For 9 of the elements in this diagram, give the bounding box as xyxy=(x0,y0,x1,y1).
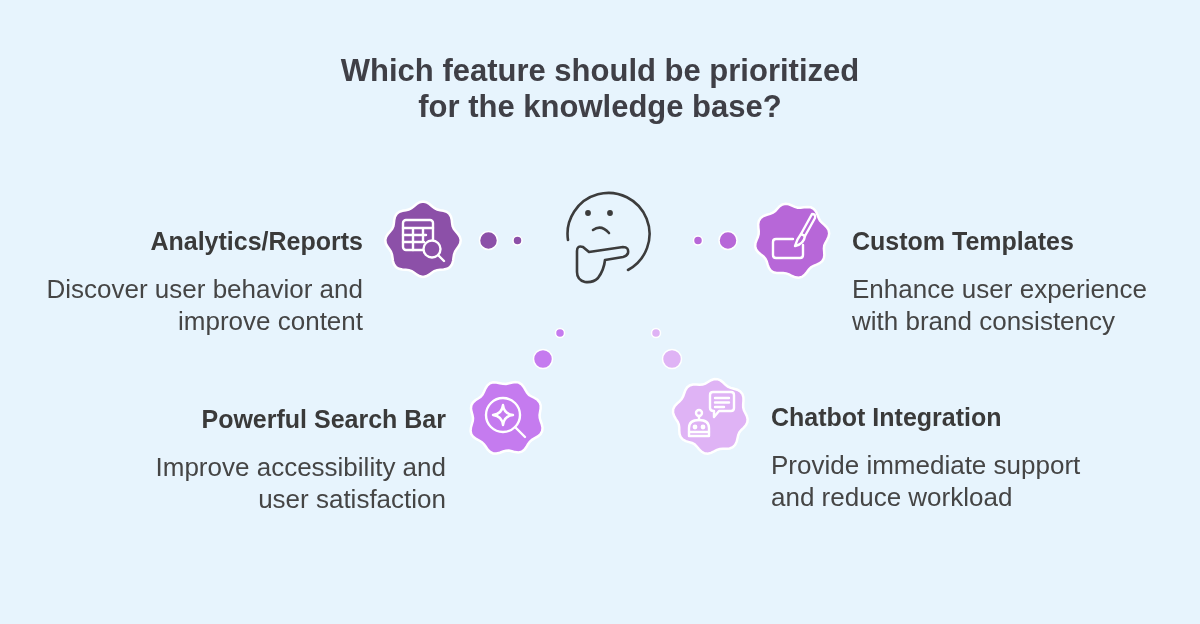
feature-heading: Powerful Search Bar xyxy=(201,404,446,434)
feature-description: Improve accessibility and user satisfaction xyxy=(154,451,446,515)
feature-heading: Custom Templates xyxy=(852,226,1074,256)
feature-heading: Chatbot Integration xyxy=(771,402,1002,432)
feature-heading: Analytics/Reports xyxy=(150,226,363,256)
feature-description: Enhance user experience with brand consistency xyxy=(852,273,1148,337)
title: Which feature should be prioritized for the knowledge base? xyxy=(339,53,861,125)
feature-description: Provide immediate support and reduce workload xyxy=(771,449,1082,513)
feature-description: Discover user behavior and improve content xyxy=(45,273,363,337)
